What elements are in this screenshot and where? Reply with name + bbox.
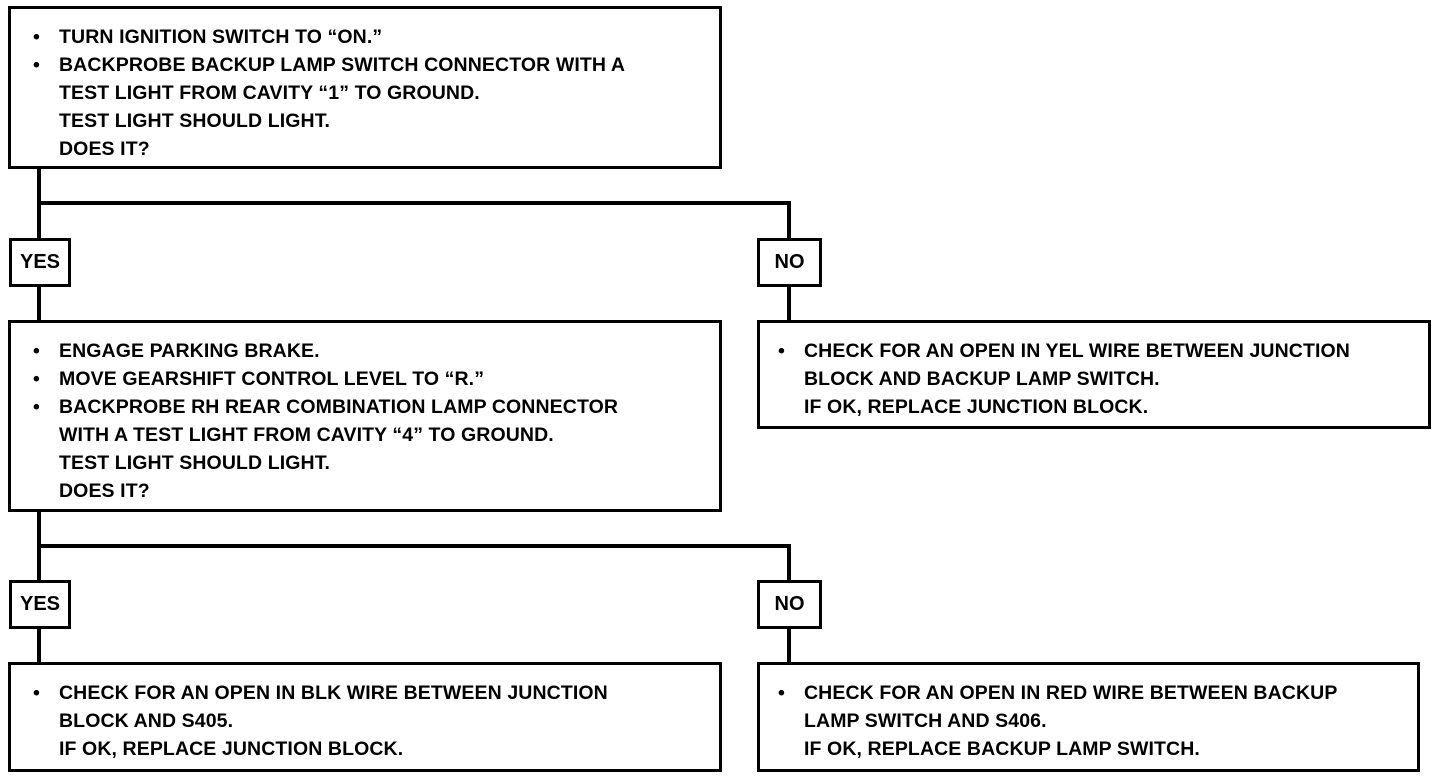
step1-box: TURN IGNITION SWITCH TO “ON.” BACKPROBE … xyxy=(8,6,722,169)
step2-bullet-2: MOVE GEARSHIFT CONTROL LEVEL TO “R.” xyxy=(25,365,709,393)
no-label-2: NO xyxy=(757,580,822,629)
step2-bullet-1: ENGAGE PARKING BRAKE. xyxy=(25,337,709,365)
step2-bullet-3: BACKPROBE RH REAR COMBINATION LAMP CONNE… xyxy=(25,393,709,505)
no1-action-box: CHECK FOR AN OPEN IN YEL WIRE BETWEEN JU… xyxy=(757,320,1431,429)
yes-label-2: YES xyxy=(9,580,71,629)
no1-action-bullet-1: CHECK FOR AN OPEN IN YEL WIRE BETWEEN JU… xyxy=(770,337,1418,421)
yes2-action-bullet-1: CHECK FOR AN OPEN IN BLK WIRE BETWEEN JU… xyxy=(25,679,709,763)
yes2-action-box: CHECK FOR AN OPEN IN BLK WIRE BETWEEN JU… xyxy=(8,662,722,772)
no-label-1: NO xyxy=(757,238,822,287)
no2-action-bullet-1: CHECK FOR AN OPEN IN RED WIRE BETWEEN BA… xyxy=(770,679,1407,763)
step2-box: ENGAGE PARKING BRAKE. MOVE GEARSHIFT CON… xyxy=(8,320,722,512)
no2-action-box: CHECK FOR AN OPEN IN RED WIRE BETWEEN BA… xyxy=(757,662,1420,772)
step1-bullet-2: BACKPROBE BACKUP LAMP SWITCH CONNECTOR W… xyxy=(25,51,709,163)
step1-bullet-1: TURN IGNITION SWITCH TO “ON.” xyxy=(25,23,709,51)
yes-label-1: YES xyxy=(9,238,71,287)
